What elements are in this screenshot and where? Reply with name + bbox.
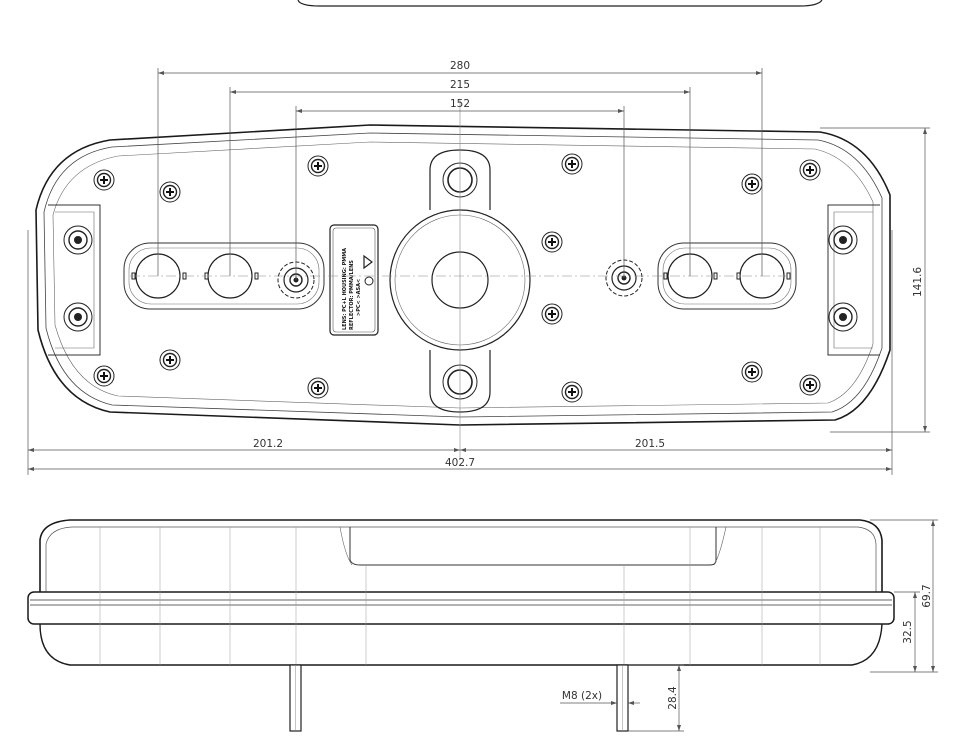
screw-icon: [561, 381, 583, 403]
right-bracket: [827, 204, 880, 356]
screw-icon: [541, 303, 563, 325]
side-reference-lines: [99, 527, 821, 665]
screw-icon: [93, 365, 115, 387]
material-label-plate-inner: [332, 227, 376, 333]
dim-32-5: 32.5: [902, 620, 914, 643]
dim-280: 280: [450, 60, 470, 72]
top-view: LENS: PC+L HOUSING: PMMA REFLECTOR: PMMA…: [27, 0, 930, 475]
recycle-triangle-icon: [363, 254, 373, 270]
screw-icon: [741, 361, 763, 383]
left-eyelet-bottom: [63, 302, 93, 332]
screws: [93, 153, 821, 403]
label-line-2: REFLECTOR: PMMA/LENS: [349, 260, 355, 330]
side-body-inner: [45, 526, 877, 592]
screw-icon: [307, 377, 329, 399]
dim-215: 215: [450, 79, 470, 91]
side-window: [349, 527, 717, 566]
side-window-edge-right: [713, 526, 727, 566]
screw-icon: [307, 155, 329, 177]
left-bracket: [48, 204, 101, 356]
dim-402-7: 402.7: [445, 457, 475, 469]
previous-view-edge: [297, 0, 823, 7]
centerlines: [130, 100, 790, 460]
left-eyelet-top: [63, 225, 93, 255]
side-base: [39, 623, 883, 666]
screw-icon: [799, 374, 821, 396]
dim-152: 152: [450, 98, 470, 110]
side-flange: [27, 591, 895, 625]
dimension-arrows-side: [611, 520, 935, 731]
screw-icon: [799, 159, 821, 181]
label-line-3: >PC< >ASA<: [356, 279, 362, 316]
screw-icon: [159, 181, 181, 203]
dim-69-7: 69.7: [921, 584, 933, 607]
screw-icon: [541, 231, 563, 253]
dim-201-5: 201.5: [635, 438, 665, 450]
dimension-arrows-top: [28, 71, 927, 471]
small-circle-icon: [364, 276, 374, 286]
screw-icon: [741, 173, 763, 195]
thread-callout: M8 (2x): [562, 690, 602, 702]
dim-141-6: 141.6: [912, 267, 924, 297]
material-label-plate: [329, 224, 379, 336]
label-line-1: LENS: PC+L HOUSING: PMMA: [342, 248, 348, 330]
side-window-edge-left: [339, 526, 353, 566]
material-label-text: LENS: PC+L HOUSING: PMMA REFLECTOR: PMMA…: [342, 248, 362, 330]
side-view: 69.7 32.5 28.4 M8 (2x): [27, 519, 938, 732]
screw-icon: [159, 349, 181, 371]
right-bracket-inner: [833, 211, 873, 349]
screw-icon: [561, 153, 583, 175]
right-eyelet-bottom: [828, 302, 858, 332]
dim-28-4: 28.4: [667, 686, 679, 710]
dim-201-2: 201.2: [253, 438, 283, 450]
right-chamber-inner: [662, 247, 792, 305]
screw-icon: [93, 169, 115, 191]
dimension-lines-side: [560, 519, 938, 732]
right-eyelet-top: [828, 225, 858, 255]
side-body-top: [39, 519, 883, 592]
left-bracket-inner: [55, 211, 95, 349]
